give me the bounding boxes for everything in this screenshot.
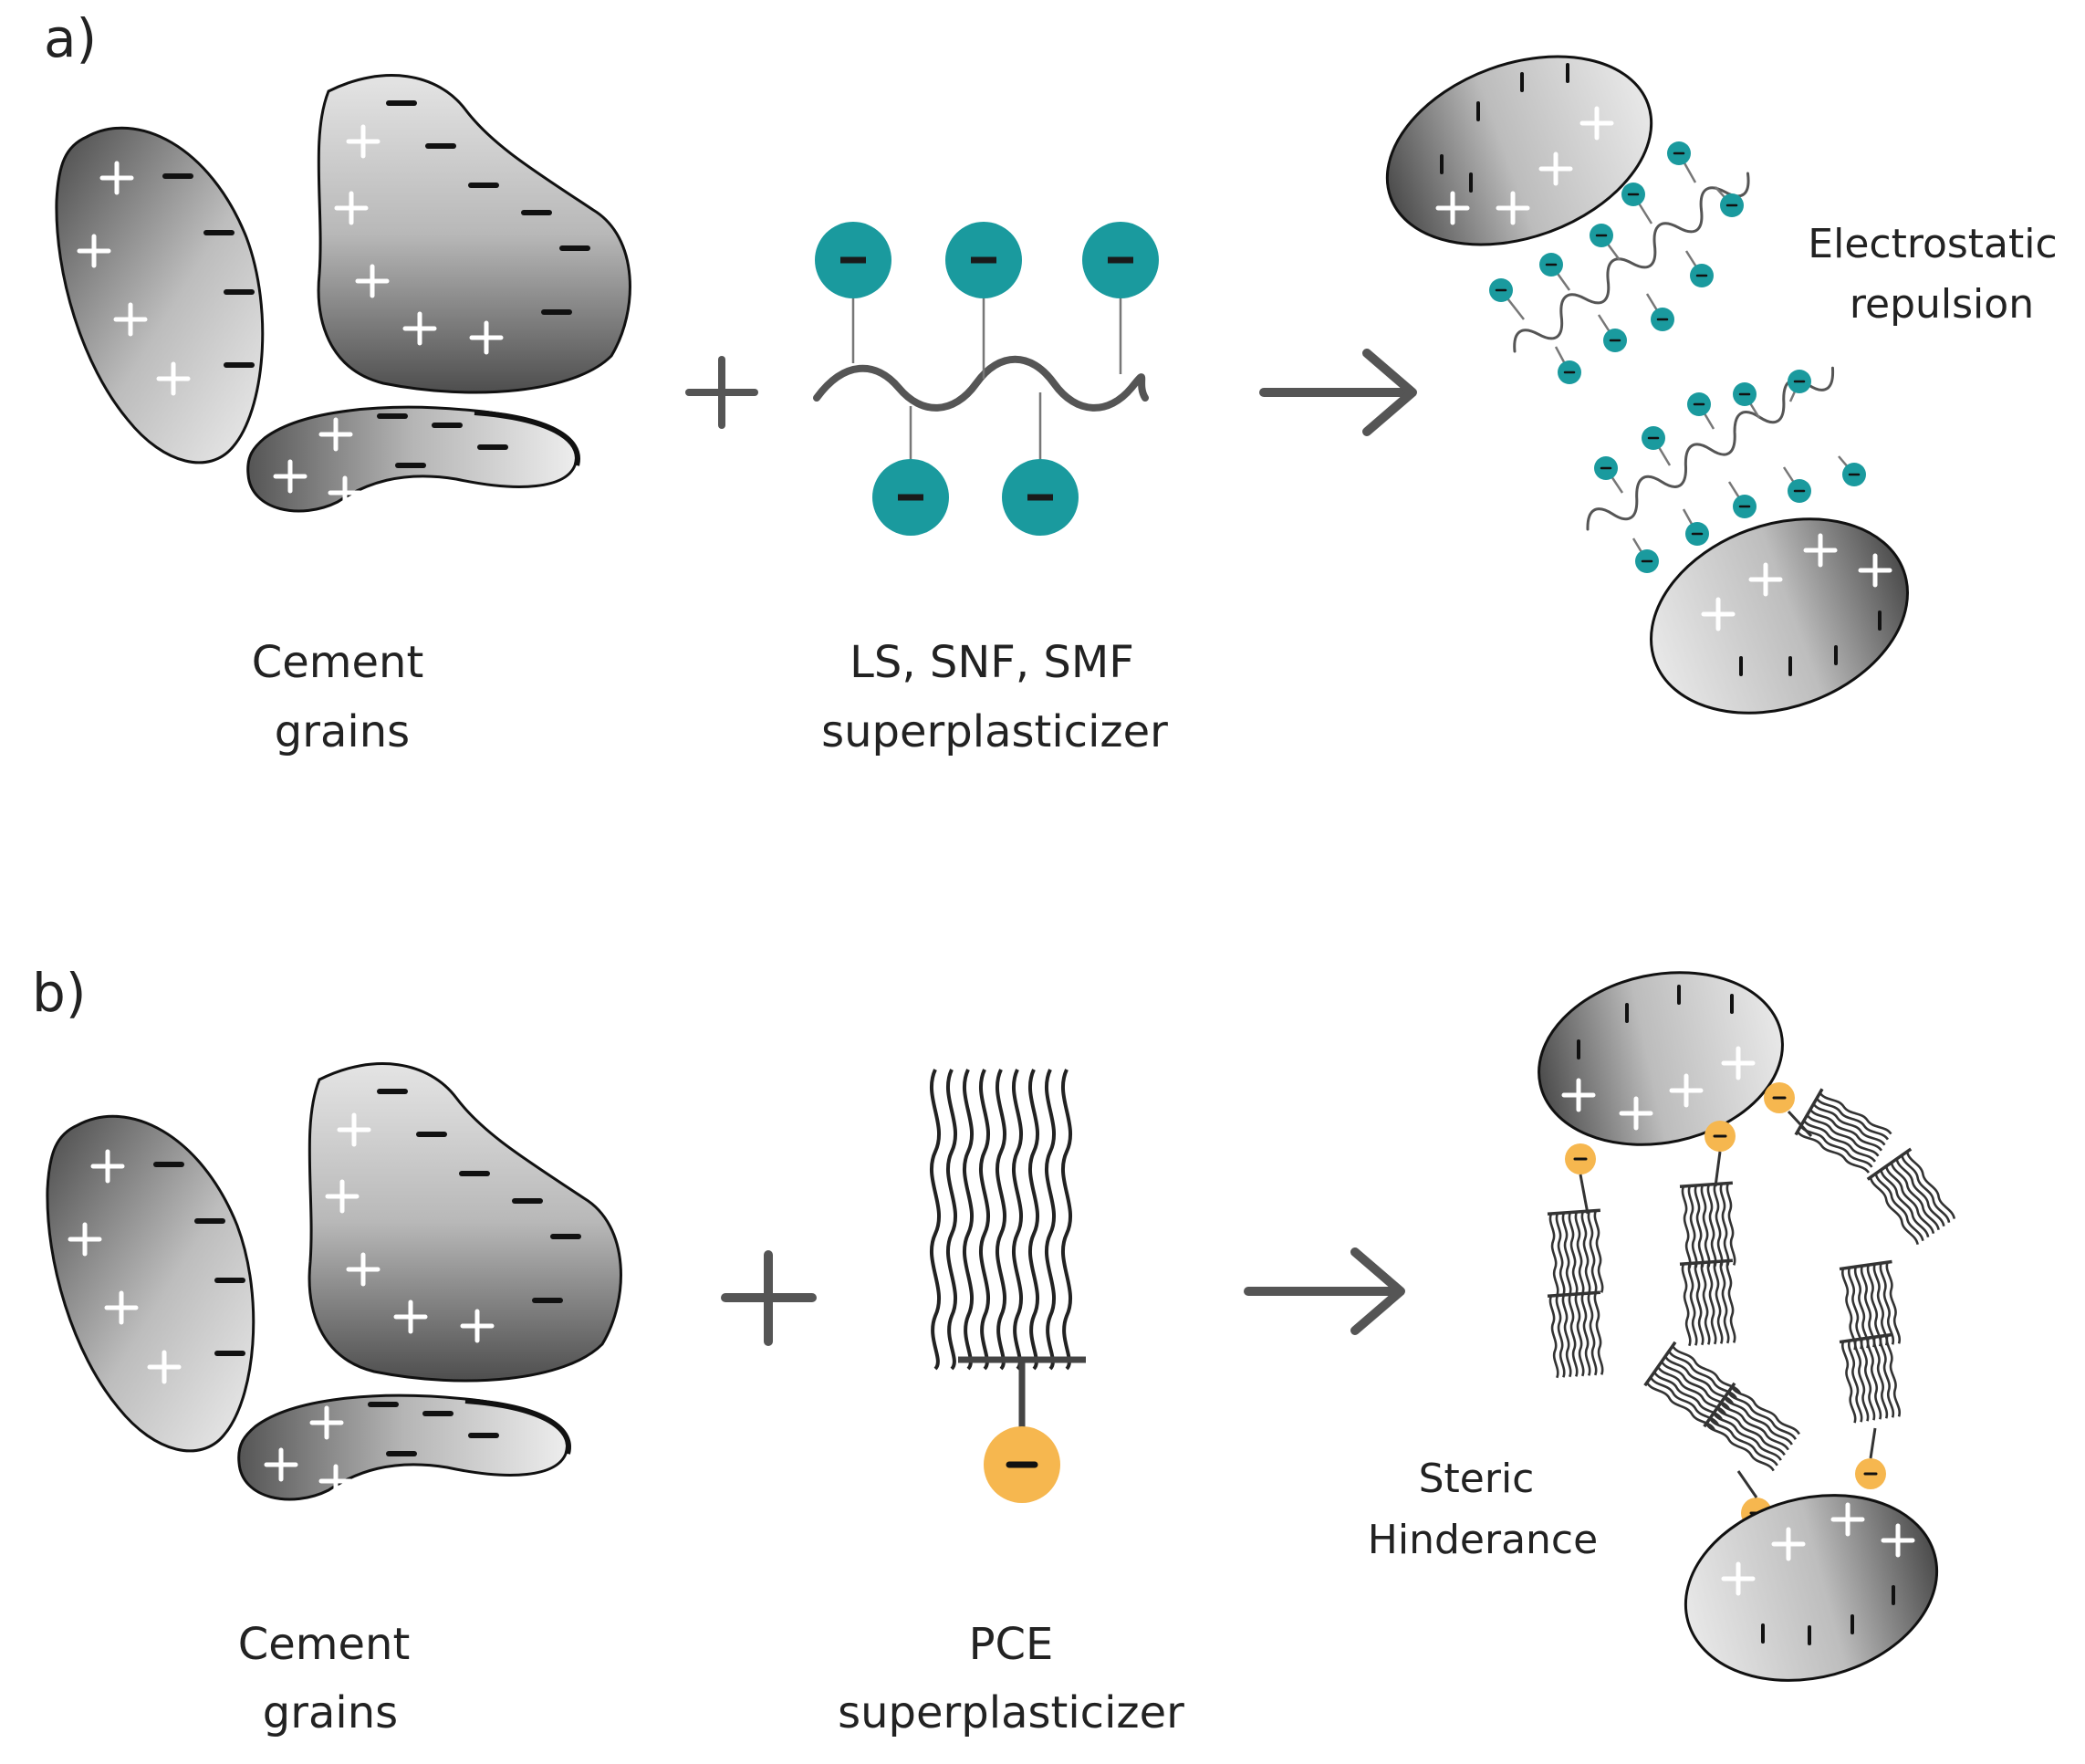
plus-sign-icon <box>685 356 758 429</box>
panel-b-label: b) <box>32 962 86 1024</box>
electrostatic-repulsion-line2: repulsion <box>1850 281 2034 328</box>
ls-snf-smf-molecule <box>813 222 1159 536</box>
pce-molecule <box>930 1069 1086 1503</box>
electrostatic-repulsion-diagram <box>1385 55 1909 715</box>
steric-hinderance-line2: Hinderance <box>1368 1517 1598 1563</box>
steric-hinderance-diagram <box>1538 971 1960 1682</box>
cement-grains-a <box>57 76 631 511</box>
panel-a: a) Cement grains LS, SNF, SMF superplast… <box>44 7 2058 757</box>
cement-grains-b <box>47 1064 621 1499</box>
cement-grains-a-line2: grains <box>275 706 410 757</box>
panel-a-label: a) <box>44 7 97 69</box>
right-arrow-icon <box>1244 1247 1405 1335</box>
pce-superplasticizer-line1: PCE <box>969 1619 1054 1670</box>
cement-grains-b-line2: grains <box>263 1687 398 1738</box>
plus-sign-icon <box>721 1250 817 1346</box>
panel-b: b) Cement grains <box>32 962 1960 1738</box>
superplasticizer-a-line1: LS, SNF, SMF <box>850 637 1134 688</box>
right-arrow-icon <box>1259 349 1417 436</box>
electrostatic-repulsion-line1: Electrostatic <box>1808 221 2057 267</box>
steric-hinderance-line1: Steric <box>1419 1456 1535 1502</box>
pce-superplasticizer-line2: superplasticizer <box>838 1687 1184 1738</box>
cement-grains-b-line1: Cement <box>238 1619 411 1670</box>
superplasticizer-a-line2: superplasticizer <box>821 706 1168 757</box>
cement-grains-a-line1: Cement <box>252 637 424 688</box>
